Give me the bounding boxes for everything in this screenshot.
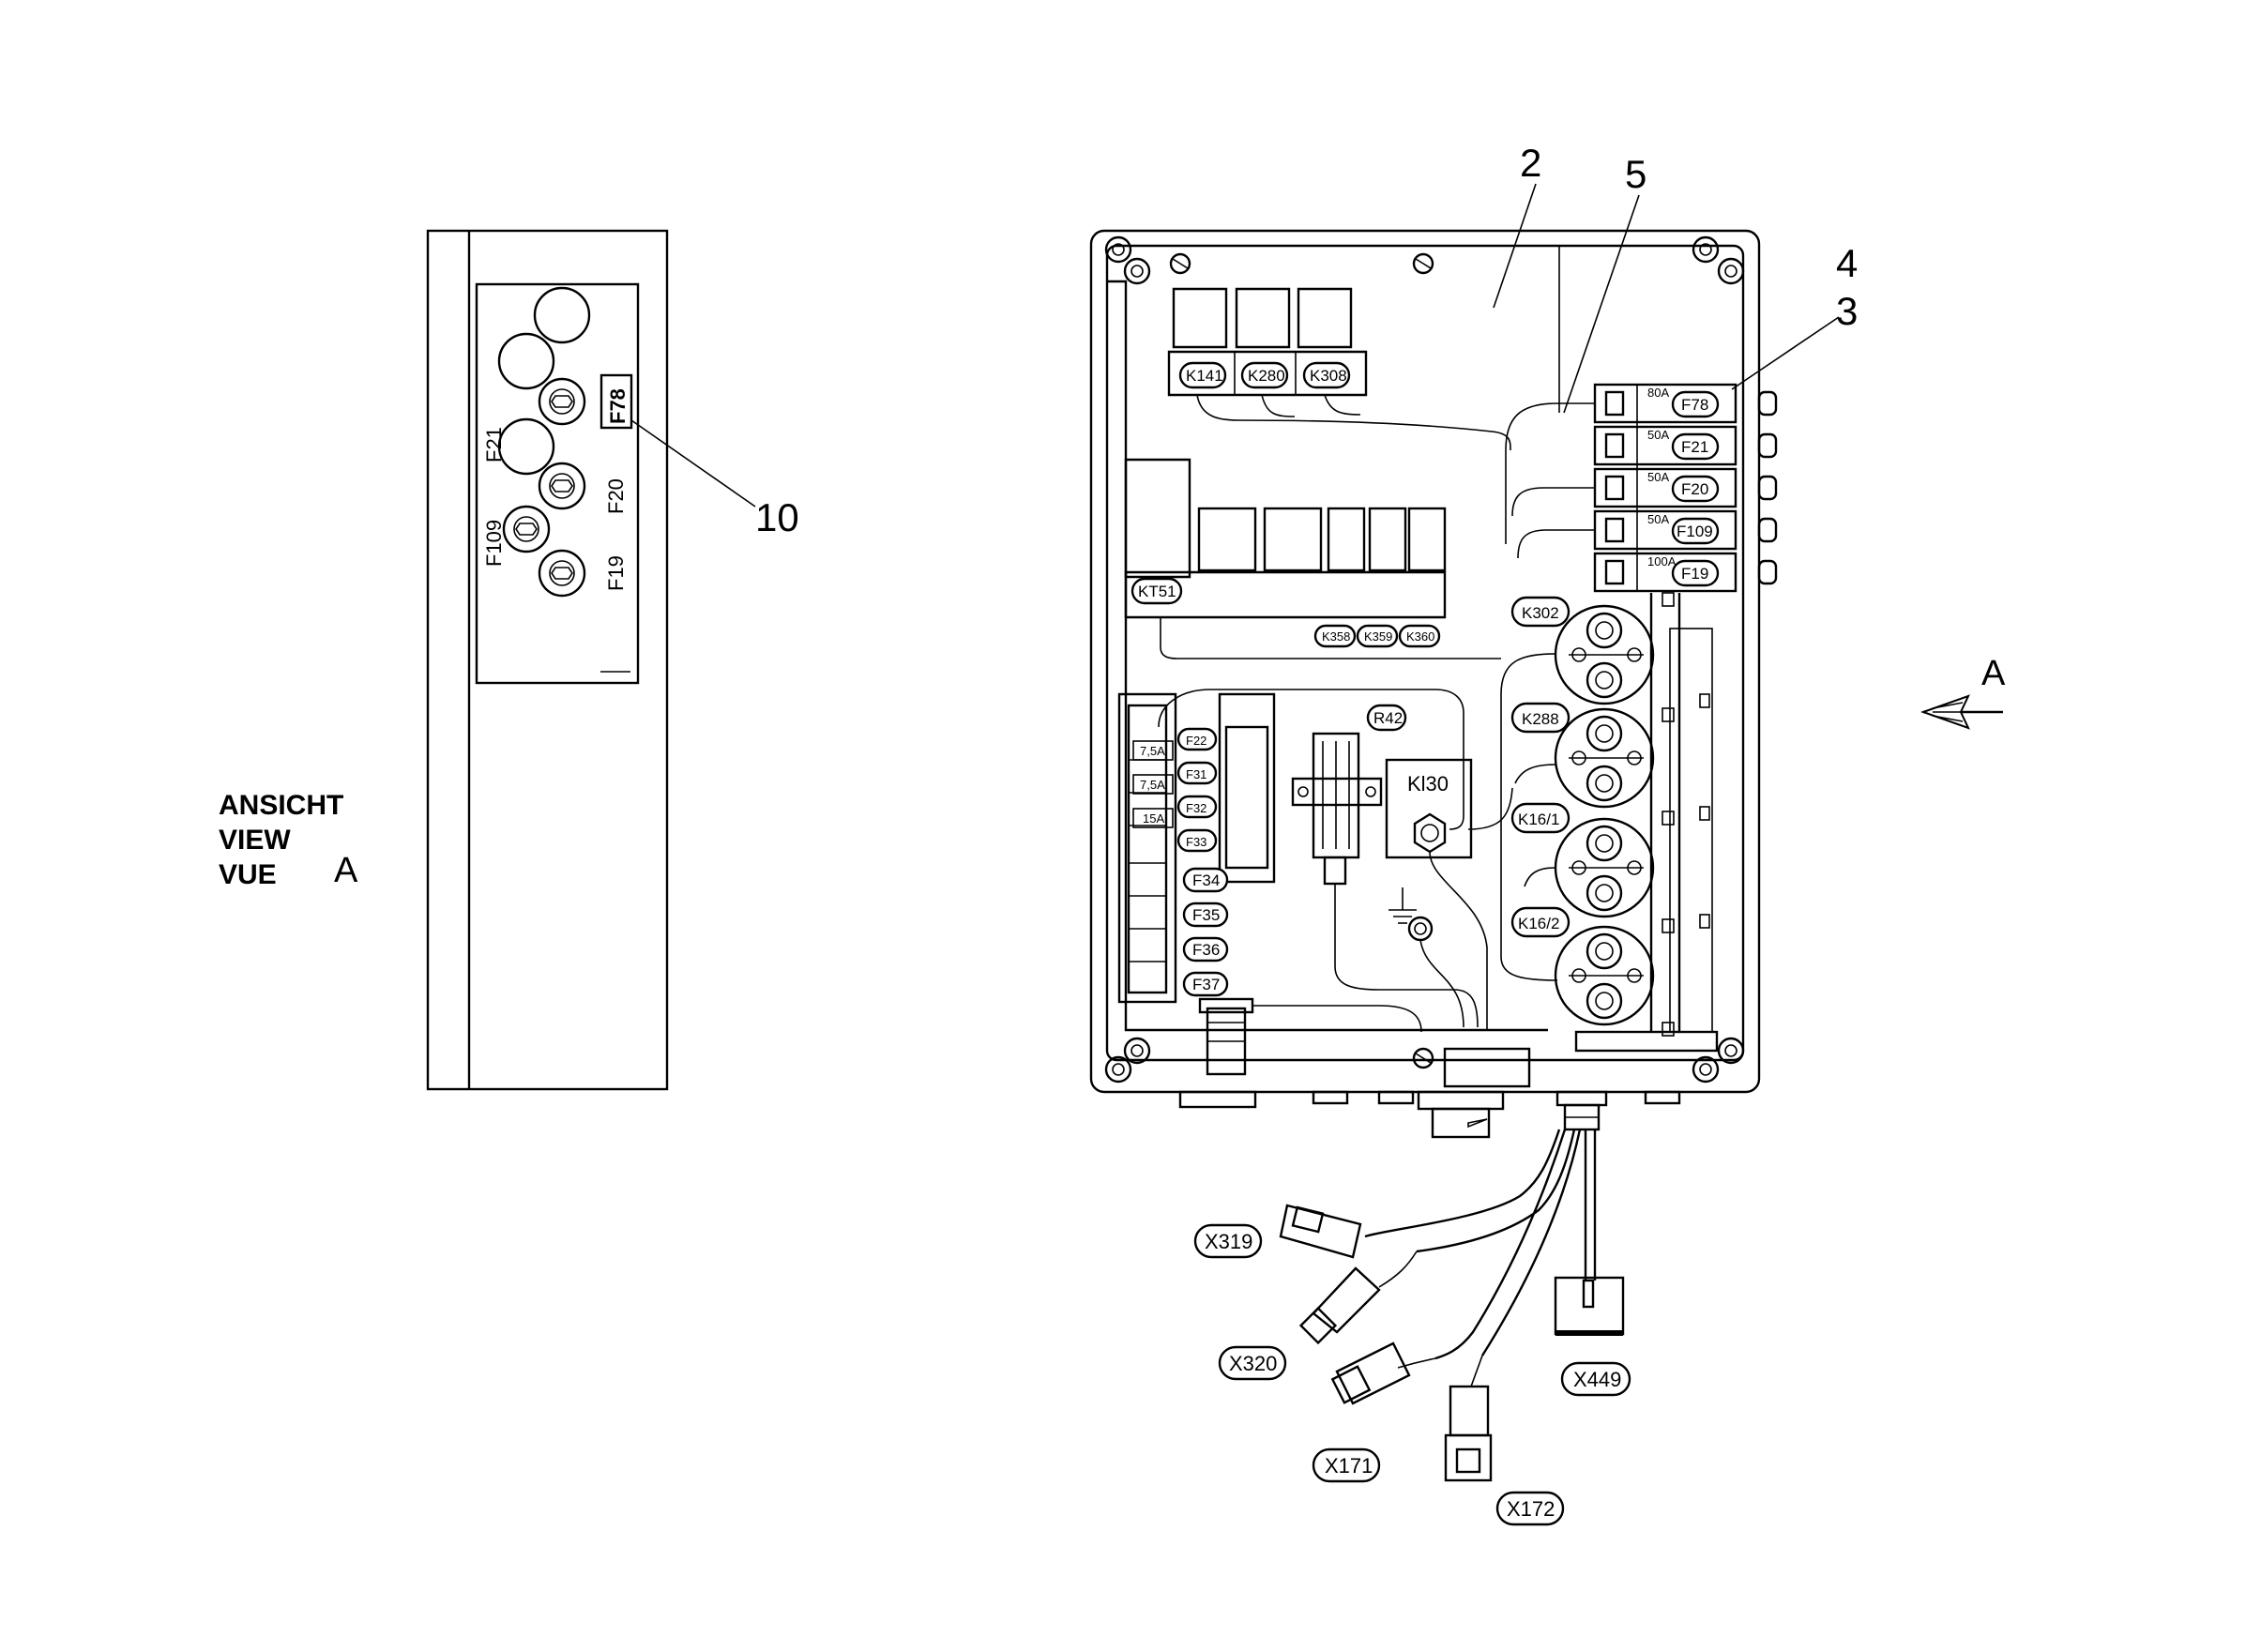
bottom-glands — [1178, 997, 1681, 1139]
fuse-rating-f31: 7,5A — [1140, 778, 1165, 792]
fuse-f35: F35 — [1192, 906, 1220, 924]
side-label-f19: F19 — [604, 555, 628, 591]
fuse-rating-f32: 15A — [1143, 811, 1164, 826]
side-label-f109: F109 — [482, 520, 506, 567]
fuse-rating-f19: 100A — [1647, 554, 1677, 568]
callouts: 2 5 4 3 — [1493, 141, 1858, 414]
fuse-f31: F31 — [1186, 767, 1206, 781]
relay-k280: K280 — [1248, 367, 1285, 385]
side-label-f20: F20 — [604, 478, 628, 514]
fuse-f36: F36 — [1192, 941, 1220, 959]
resistor-r42: R42 — [1373, 709, 1403, 727]
resistor-terminal: R42 Kl30 — [1291, 704, 1513, 1030]
fuse-rating-f109: 50A — [1647, 512, 1669, 526]
fuse-f20: F20 — [1681, 480, 1708, 498]
relay-k360: K360 — [1406, 629, 1434, 644]
main-fuses: 80A 50A 50A 50A 100A F78 F21 F20 F109 F1… — [1505, 383, 1778, 593]
callout-3: 3 — [1836, 289, 1858, 333]
fuse-f19: F19 — [1681, 565, 1708, 583]
connector-x171: X171 — [1325, 1454, 1373, 1478]
side-label-f78: F78 — [606, 388, 630, 424]
side-label-f21: F21 — [482, 427, 506, 462]
fuse-f109: F109 — [1677, 523, 1713, 540]
fuse-rating-f78: 80A — [1647, 386, 1669, 400]
relay-k308: K308 — [1310, 367, 1347, 385]
relay-k16-2: K16/2 — [1518, 915, 1559, 932]
fuse-f37: F37 — [1192, 976, 1220, 993]
fuse-f33: F33 — [1186, 835, 1206, 849]
harness: X319 X320 X171 X172 X449 — [1193, 1129, 1631, 1526]
junction-box — [1089, 229, 1761, 1094]
top-relays: K141 K280 K308 — [1167, 287, 1511, 451]
connector-x449: X449 — [1573, 1368, 1621, 1391]
callout-2: 2 — [1520, 141, 1541, 185]
fuse-rating-f22: 7,5A — [1140, 744, 1165, 758]
middle-relays: KT51 K358 K359 K360 — [1124, 458, 1501, 659]
relay-k141: K141 — [1186, 367, 1223, 385]
view-label-vue: VUE — [219, 859, 277, 890]
fuse-f78: F78 — [1681, 396, 1708, 414]
callout-5: 5 — [1625, 152, 1646, 196]
view-arrow-letter: A — [1981, 654, 2006, 693]
view-label-view: VIEW — [219, 825, 291, 856]
side-view-panel: F78 F21 F20 F109 F19 10 — [426, 229, 799, 1091]
relay-k358: K358 — [1322, 629, 1350, 644]
view-arrow: A — [1920, 654, 2006, 730]
relay-k302: K302 — [1522, 604, 1559, 622]
view-label-letter: A — [334, 851, 358, 890]
terminal-kl30: Kl30 — [1407, 772, 1449, 796]
relay-k359: K359 — [1364, 629, 1392, 644]
fuse-f21: F21 — [1681, 438, 1708, 456]
view-label: ANSICHT VIEW VUE A — [219, 790, 358, 890]
fuse-rating-f21: 50A — [1647, 428, 1669, 442]
callout-4: 4 — [1836, 241, 1858, 285]
connector-x319: X319 — [1205, 1230, 1252, 1253]
power-relays: K302 K288 K16/1 K16/2 — [1500, 592, 1719, 1053]
fuse-f22: F22 — [1186, 734, 1206, 748]
fuse-f34: F34 — [1192, 871, 1220, 889]
fuse-rating-f20: 50A — [1647, 470, 1669, 484]
fuse-f32: F32 — [1186, 801, 1206, 815]
callout-10: 10 — [755, 495, 799, 539]
connector-x172: X172 — [1507, 1497, 1555, 1521]
connector-x320: X320 — [1229, 1352, 1277, 1375]
view-label-ansicht: ANSICHT — [219, 790, 343, 821]
relay-kt51: KT51 — [1138, 583, 1176, 600]
relay-k288: K288 — [1522, 710, 1559, 728]
relay-k16-1: K16/1 — [1518, 811, 1559, 828]
small-fuse-block: 7,5A 7,5A 15A F22 F31 F32 F33 F34 F35 F3… — [1117, 689, 1464, 1004]
